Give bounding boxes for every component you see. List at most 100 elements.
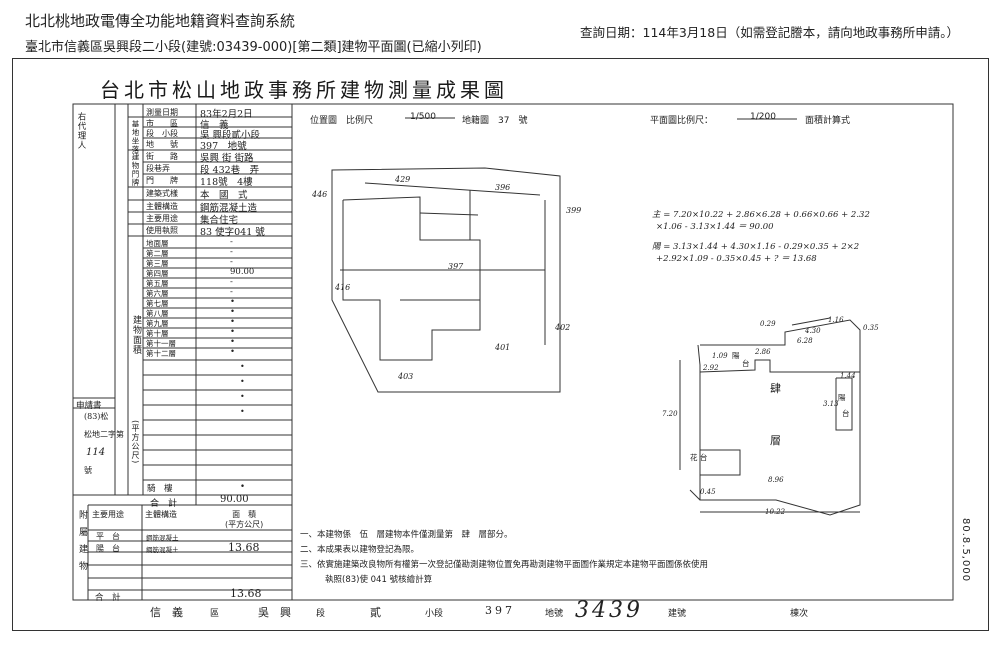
survey-field-label: 使用執照 <box>146 226 178 235</box>
annex-side-label: 附屬建物 <box>77 510 87 578</box>
area-calc-method: 面積計算式 <box>805 116 851 126</box>
floor-area-placeholder: • <box>240 407 245 416</box>
area-calc-line: +2.92×1.09 - 0.35×0.45 + ? ＝ 13.68 <box>656 254 817 264</box>
survey-field-label: 市 區 <box>146 119 178 128</box>
land-group-label: 基地坐落 <box>131 120 140 154</box>
parcel-number: 416 <box>335 283 351 292</box>
dimension-value: 4.30 <box>805 327 821 335</box>
applicant-line: 松地二字第 <box>84 430 124 439</box>
survey-field-label: 街 路 <box>146 152 178 161</box>
footer-building-suffix: 建號 <box>668 609 687 619</box>
footer-subsection-suffix: 小段 <box>425 609 444 619</box>
location-map-scale: 1/500 <box>410 112 436 122</box>
floor-area-value: - <box>230 257 233 267</box>
floor-label: 第十一層 <box>146 339 176 348</box>
survey-field-value: 本 國 式 <box>200 190 248 201</box>
floor-plan-label: 平面圖比例尺： <box>650 116 714 126</box>
floor-label: 第二層 <box>146 249 169 258</box>
floor-area-placeholder: • <box>240 392 245 401</box>
floor-area-placeholder: • <box>240 377 245 386</box>
total-value: 90.00 <box>220 494 249 505</box>
dimension-value: 2.92 <box>703 364 719 372</box>
dimension-value: 0.35 <box>863 324 879 332</box>
survey-field-label: 門 牌 <box>146 176 178 185</box>
agent-label: 右代理人 <box>76 112 86 150</box>
survey-field-label: 地 號 <box>146 140 178 149</box>
floor-plan-scale: 1/200 <box>750 112 776 122</box>
dimension-value: 1.44 <box>840 372 856 380</box>
parcel-number: 403 <box>398 372 414 381</box>
annex-header-cell: 主體構造 <box>145 510 177 519</box>
floor-area-value: - <box>230 287 233 297</box>
parcel-number: 402 <box>555 323 571 332</box>
parcel-number: 399 <box>566 206 582 215</box>
annex-header-cell: 面 積 (平方公尺) <box>225 510 264 529</box>
floor-area-value: • <box>230 327 236 337</box>
annex-area: 13.68 <box>228 540 260 554</box>
applicant-line: 號 <box>84 466 92 475</box>
note-line: 二、本成果表以建物登記為限。 <box>300 545 420 555</box>
annex-use: 陽 台 <box>96 543 120 553</box>
survey-field-value: 吳 興段貳小段 <box>200 130 261 141</box>
area-calc-line: 陽 = 3.13×1.44 + 4.30×1.16 - 0.29×0.35 + … <box>652 242 860 252</box>
address-line: 臺北市信義區吳興段二小段(建號:03439-000)[第二類]建物平面圖(已縮小… <box>25 40 482 55</box>
survey-field-value: 118號 4樓 <box>200 177 253 188</box>
area-group-label: 建物面積 <box>131 315 141 355</box>
terrace-value: • <box>240 482 246 492</box>
footer-section: 吳 興 <box>258 606 291 619</box>
document-title: 台北市松山地政事務所建物測量成果圖 <box>100 78 508 102</box>
dimension-value: 1.09 <box>712 352 728 360</box>
floor-label: 第七層 <box>146 299 169 308</box>
note-line: 三、依實施建築改良物所有權第一次登記僅勘測建物位置免再勘測建物平面圖作業規定本建… <box>300 560 709 570</box>
floor-label: 第五層 <box>146 279 169 288</box>
survey-field-label: 主體構造 <box>146 202 178 211</box>
survey-field-value: 集合住宅 <box>200 215 239 226</box>
parcel-number: 401 <box>495 343 511 352</box>
survey-field-label: 段 小段 <box>146 129 178 138</box>
floor-area-value: 90.00 <box>230 267 255 277</box>
annex-use: 平 台 <box>96 532 120 541</box>
annex-header-cell: 主要用途 <box>92 510 124 519</box>
terrace-label: 騎 樓 <box>147 484 173 494</box>
dimension-value: 3.13 <box>823 400 839 408</box>
dimension-value: 7.20 <box>662 410 678 418</box>
floor-label: 第十二層 <box>146 349 176 358</box>
survey-field-value: 吳興 街 街路 <box>200 153 254 164</box>
room-label: 陽 <box>732 351 740 360</box>
footer-floor-suffix: 棟次 <box>790 609 809 619</box>
dimension-value: 0.29 <box>760 320 776 328</box>
dimension-value: 8.96 <box>768 476 784 484</box>
survey-field-label: 建築式樣 <box>146 189 178 198</box>
dimension-value: 6.28 <box>797 337 813 345</box>
floor-label: 第三層 <box>146 259 169 268</box>
area-unit-label: (平方公尺) <box>131 420 140 465</box>
parcel-number: 429 <box>395 175 411 184</box>
dimension-value: 0.45 <box>700 488 716 496</box>
floor-label: 第十層 <box>146 329 169 338</box>
survey-sheet <box>12 58 989 631</box>
parcel-number: 396 <box>495 183 511 192</box>
floor-area-value: - <box>230 277 233 287</box>
dimension-value: 2.86 <box>755 348 771 356</box>
floor-label: 地面層 <box>146 239 169 248</box>
annex-structure: 鋼筋混凝土 <box>146 545 179 554</box>
floor-area-value: - <box>230 237 233 247</box>
floor-area-value: - <box>230 247 233 257</box>
annex-total-label: 合 計 <box>95 593 121 603</box>
footer-section-suffix: 段 <box>316 609 326 619</box>
applicant-line: 114 <box>86 447 106 458</box>
floor-area-placeholder: • <box>240 362 245 371</box>
room-label: 台 <box>842 409 850 418</box>
footer-district-suffix: 區 <box>210 609 220 619</box>
room-label: 花 台 <box>690 453 708 462</box>
survey-field-value: 83年2月2日 <box>200 109 253 120</box>
room-label: 肆 <box>770 382 781 395</box>
survey-field-label: 段巷弄 <box>146 164 170 173</box>
survey-field-value: 鋼筋混凝土造 <box>200 203 258 214</box>
footer-lot-number: 397 <box>485 604 515 617</box>
applicant-label: 申請書 <box>76 401 102 411</box>
note-line: 執照(83)使 041 號核繪計算 <box>325 575 433 585</box>
parcel-number: 446 <box>312 190 328 199</box>
annex-total-value: 13.68 <box>230 587 262 600</box>
